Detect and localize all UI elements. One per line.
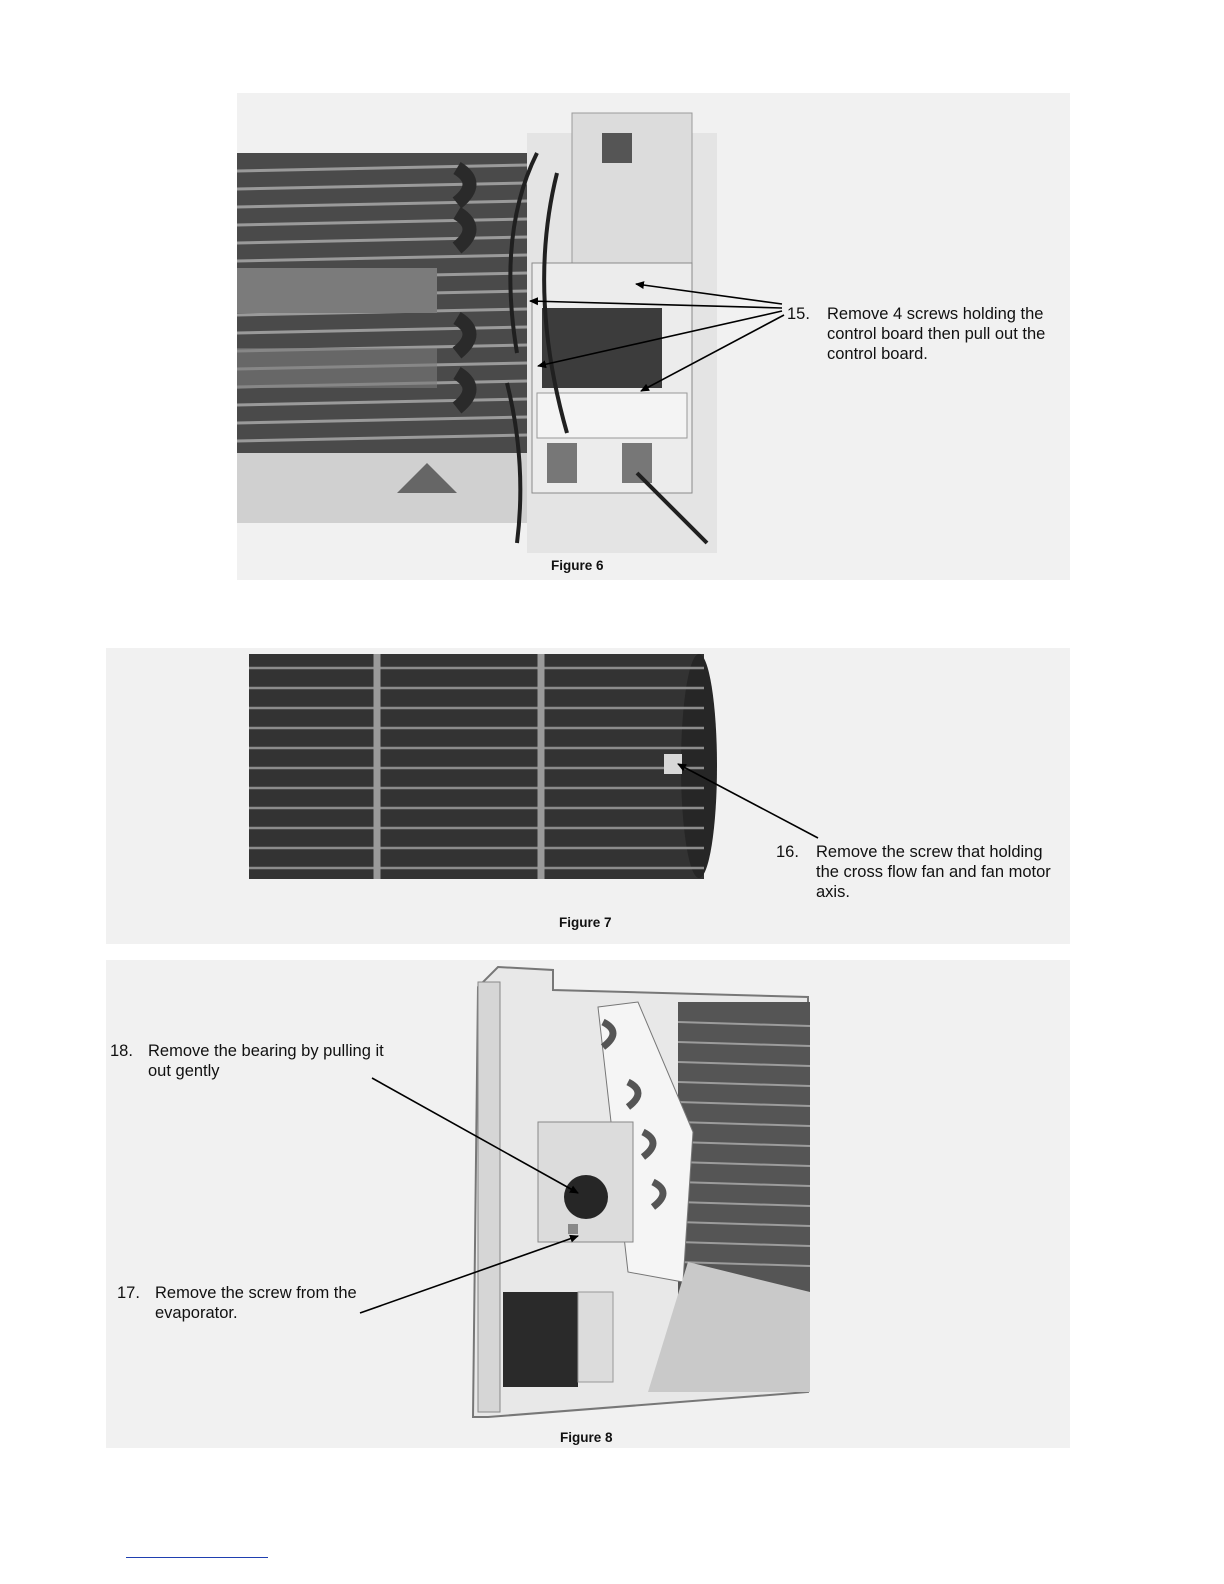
step-number: 16. (776, 842, 799, 862)
step-line: axis. (816, 882, 850, 902)
figure-8-photo (468, 962, 810, 1420)
figure-7-photo (249, 654, 719, 882)
step-line: Remove 4 screws holding the (827, 304, 1043, 324)
step-number: 18. (110, 1041, 133, 1061)
step-line: Remove the screw that holding (816, 842, 1043, 862)
figure-6-photo (237, 93, 717, 553)
step-18: 18. Remove the bearing by pulling it out… (110, 1041, 410, 1083)
step-number: 15. (787, 304, 810, 324)
figure-7-caption: Figure 7 (559, 915, 612, 930)
step-line: out gently (148, 1061, 220, 1081)
step-15: 15. Remove 4 screws holding the control … (787, 304, 1077, 366)
step-16: 16. Remove the screw that holding the cr… (776, 842, 1076, 904)
step-line: evaporator. (155, 1303, 238, 1323)
step-number: 17. (117, 1283, 140, 1303)
step-line: control board. (827, 344, 928, 364)
figure-6-caption: Figure 6 (551, 558, 604, 573)
step-line: control board then pull out the (827, 324, 1045, 344)
footer-rule (126, 1557, 268, 1558)
step-line: Remove the bearing by pulling it (148, 1041, 384, 1061)
step-17: 17. Remove the screw from the evaporator… (117, 1283, 387, 1325)
figure-8-caption: Figure 8 (560, 1430, 613, 1445)
step-line: Remove the screw from the (155, 1283, 357, 1303)
step-line: the cross flow fan and fan motor (816, 862, 1051, 882)
